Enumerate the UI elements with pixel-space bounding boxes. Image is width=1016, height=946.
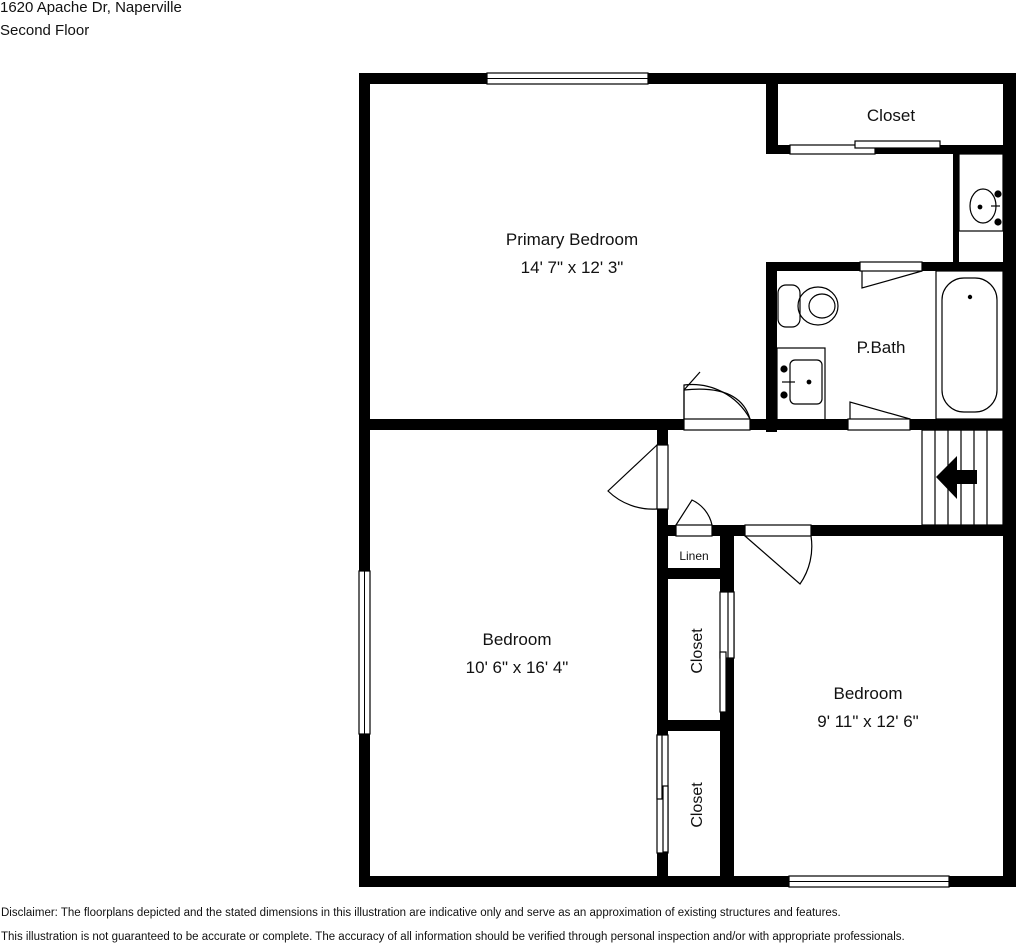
hall-bottom-wall [657, 525, 1016, 536]
vanity-nook-left [953, 145, 959, 270]
outer-wall-top [359, 73, 1016, 84]
bathtub [935, 270, 1004, 420]
closet-bottom-wall [766, 145, 1016, 154]
doors [607, 140, 941, 854]
linen-bottom-wall [657, 568, 734, 579]
right-bedroom-door [744, 524, 813, 585]
outer-wall-bottom [359, 876, 1016, 887]
walls [359, 73, 1016, 887]
upper-closet-sliding-door [719, 591, 735, 713]
linen-name: Linen [679, 549, 708, 563]
right-bedroom-dims: 9' 11" x 12' 6" [817, 712, 918, 731]
floor-title: Second Floor [0, 22, 90, 39]
linen-door [675, 499, 713, 537]
closet-divider-wall [657, 720, 734, 731]
lower-closet-name: Closet [689, 782, 706, 828]
primary-closet-name: Closet [867, 106, 915, 125]
bath-sink [776, 347, 826, 421]
primary-bedroom-door [683, 371, 751, 431]
fixtures [776, 153, 1004, 526]
hall-left-wall [657, 419, 668, 887]
stairs-arrow-icon [936, 456, 977, 499]
left-bedroom-door [607, 444, 669, 510]
closet-left-wall [766, 73, 778, 151]
toilet [777, 284, 839, 328]
vanity-sink-upper [958, 153, 1004, 232]
bath-door-hall [847, 401, 911, 431]
outer-wall-right [1003, 73, 1016, 887]
lower-closet-sliding-door [656, 734, 669, 854]
outer-wall-left [359, 73, 370, 887]
bath-door-top [859, 261, 923, 289]
address-title: 1620 Apache Dr, Naperville [0, 0, 182, 16]
windows [358, 72, 950, 888]
upper-closet-name: Closet [689, 628, 706, 674]
left-bedroom-name: Bedroom [483, 630, 552, 649]
left-bedroom-dims: 10' 6" x 16' 4" [466, 658, 569, 677]
right-bedroom-name: Bedroom [834, 684, 903, 703]
stairs [921, 429, 1004, 526]
primary-bath-name: P.Bath [857, 338, 906, 357]
disclaimer-line-2: This illustration is not guaranteed to b… [1, 931, 905, 943]
primary-bedroom-name: Primary Bedroom [506, 230, 638, 249]
room-labels: Primary Bedroom 14' 7" x 12' 3" Closet P… [466, 106, 919, 828]
primary-bedroom-dims: 14' 7" x 12' 3" [521, 258, 624, 277]
bath-wall-vertical [766, 262, 777, 432]
disclaimer-line-1: Disclaimer: The floorplans depicted and … [1, 907, 841, 919]
primary-closet-sliding-door [789, 140, 941, 155]
